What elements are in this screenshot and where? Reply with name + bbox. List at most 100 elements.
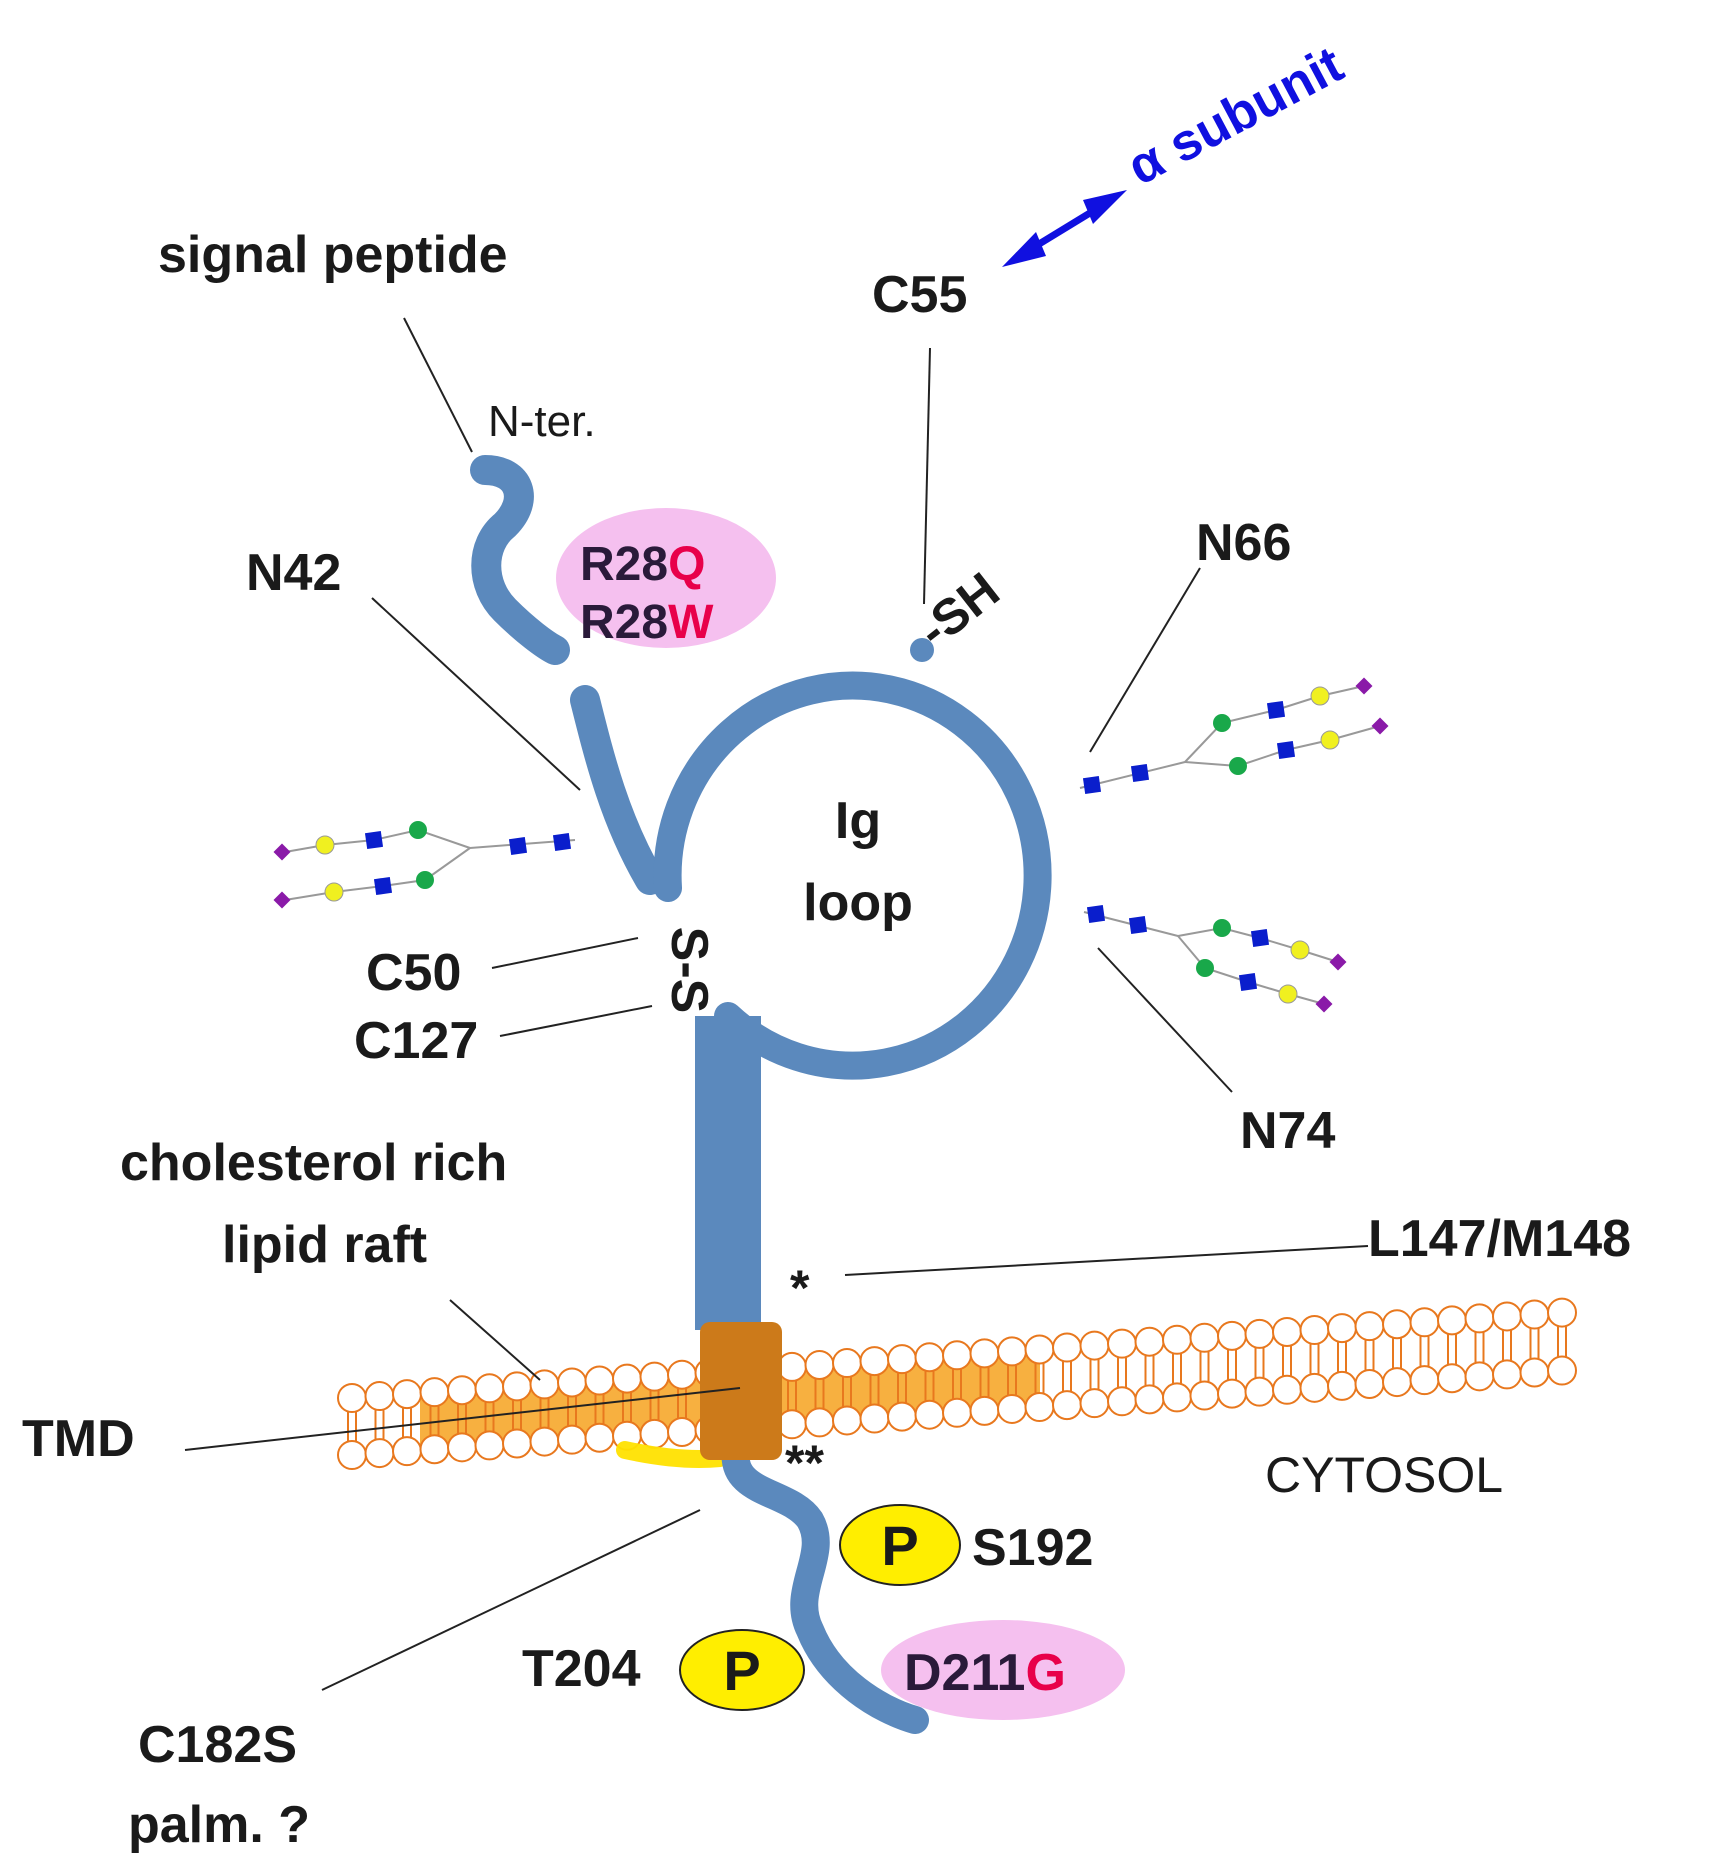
lipid-head-inner xyxy=(529,1426,560,1457)
lipid-head-inner xyxy=(887,1401,917,1432)
lipid-head-inner xyxy=(364,1438,395,1469)
palm-label: palm. ? xyxy=(128,1796,310,1854)
glycan-sialic-acid xyxy=(273,843,291,861)
lipid-head-inner xyxy=(1107,1386,1137,1417)
glycan-glcnac xyxy=(1128,915,1148,935)
lipid-head-inner xyxy=(997,1393,1027,1424)
lipid-head-outer xyxy=(447,1375,477,1406)
leader-l147 xyxy=(844,1245,1369,1276)
asterisk-single: * xyxy=(790,1260,810,1316)
lipid-head-inner xyxy=(969,1395,1000,1426)
lipid-head-outer xyxy=(667,1359,697,1390)
lipid-head-outer xyxy=(419,1377,450,1408)
lipid-head-outer xyxy=(859,1346,890,1377)
glycan-galactose xyxy=(1320,730,1340,750)
alpha-subunit-arrow xyxy=(1002,190,1127,267)
cytoplasmic-tail xyxy=(721,1436,929,1734)
glycan-galactose xyxy=(1290,940,1310,960)
glycan-glcnac xyxy=(373,876,393,896)
glycan-glcnac xyxy=(1130,763,1150,783)
lipid-head-inner xyxy=(1217,1378,1247,1409)
lipid-head-inner xyxy=(832,1405,862,1436)
glycan-sialic-acid xyxy=(1371,717,1389,735)
lipid-head-inner xyxy=(1437,1363,1467,1394)
leader-signal-peptide xyxy=(403,317,473,453)
s192-label: S192 xyxy=(972,1519,1093,1577)
lipid-head-outer xyxy=(1272,1316,1302,1347)
d211-mutation-bubble xyxy=(881,1620,1125,1720)
r28q-label: R28Q xyxy=(580,538,705,591)
leader-lines xyxy=(184,317,1369,1691)
c127-label: C127 xyxy=(354,1012,478,1070)
n66-label: N66 xyxy=(1196,514,1291,572)
lipid-head-inner xyxy=(1327,1370,1357,1401)
leader-n74 xyxy=(1097,947,1233,1093)
lipid-head-outer xyxy=(1217,1320,1247,1351)
lipid-head-inner xyxy=(557,1424,587,1455)
lipid-head-inner xyxy=(584,1422,615,1453)
lipid-head-outer xyxy=(1354,1311,1385,1342)
n-terminal-segment xyxy=(570,685,665,895)
protein-backbone xyxy=(470,455,1052,1734)
lipid-head-inner xyxy=(639,1418,670,1449)
glycan-glcnac xyxy=(1082,775,1102,795)
glycan-galactose xyxy=(1310,686,1330,706)
leader-c55 xyxy=(923,347,931,605)
phospho-p-label-t204: P xyxy=(723,1639,760,1702)
lipid-head-inner xyxy=(1052,1390,1082,1421)
lipid-head-inner xyxy=(942,1397,972,1428)
lipid-head-outer xyxy=(804,1349,835,1380)
glycan-mannose xyxy=(1213,919,1231,937)
leader-c50 xyxy=(491,937,639,969)
leader-n66 xyxy=(1089,567,1201,753)
lipid-head-inner xyxy=(1519,1357,1550,1388)
r28w-label: R28W xyxy=(580,596,714,649)
lipid-head-outer xyxy=(1052,1332,1082,1363)
lipid-head-outer xyxy=(1437,1305,1467,1336)
lipid-head-outer xyxy=(1327,1313,1357,1344)
lipid-head-outer xyxy=(557,1367,587,1398)
glycan-galactose xyxy=(324,882,344,902)
lipid-head-inner xyxy=(1547,1355,1577,1386)
glycan-trees xyxy=(273,677,1389,1013)
leader-c182s xyxy=(321,1509,701,1691)
lipid-head-inner xyxy=(1079,1388,1110,1419)
alpha-subunit-label: α subunit xyxy=(1118,35,1352,196)
lipid-head-outer xyxy=(1464,1303,1495,1334)
leader-tmd xyxy=(184,1387,741,1451)
lipid-head-inner xyxy=(914,1399,945,1430)
lipid-head-inner xyxy=(1299,1372,1330,1403)
glycan-mannose xyxy=(1213,714,1231,732)
glycan-glcnac xyxy=(1276,740,1296,760)
glycan-galactose xyxy=(315,835,335,855)
c55-label: C55 xyxy=(872,266,967,324)
lipid-head-inner xyxy=(804,1407,835,1438)
ig-label: Ig xyxy=(835,792,881,850)
lipid-head-inner xyxy=(1162,1382,1192,1413)
glycan-glcnac xyxy=(1266,700,1286,720)
lipid-head-inner xyxy=(1464,1361,1495,1392)
lipid-head-inner xyxy=(1189,1380,1220,1411)
tmd-label: TMD xyxy=(22,1410,135,1468)
lipid-head-inner xyxy=(419,1434,450,1465)
lipid-head-outer xyxy=(1134,1326,1165,1357)
glycan-glcnac xyxy=(364,830,384,850)
glycan-sialic-acid xyxy=(273,891,291,909)
lipid-head-outer xyxy=(1162,1324,1192,1355)
glycan-sialic-acid xyxy=(1315,995,1333,1013)
glycan-sialic-acid xyxy=(1355,677,1373,695)
glycan-mannose xyxy=(409,821,427,839)
lipid-head-outer xyxy=(1299,1315,1330,1346)
r28-mutation-bubble xyxy=(556,508,776,648)
lipid-head-inner xyxy=(1354,1368,1385,1399)
glycan-galactose xyxy=(1278,984,1298,1004)
glycan-glcnac xyxy=(1086,904,1106,924)
lipid-head-inner xyxy=(1134,1384,1165,1415)
c50-label: C50 xyxy=(366,944,461,1002)
lipid-head-outer xyxy=(1492,1301,1522,1332)
l147-m148-label: L147/M148 xyxy=(1368,1210,1631,1268)
lipid-head-outer xyxy=(997,1336,1027,1367)
glycan-sialic-acid xyxy=(1329,953,1347,971)
